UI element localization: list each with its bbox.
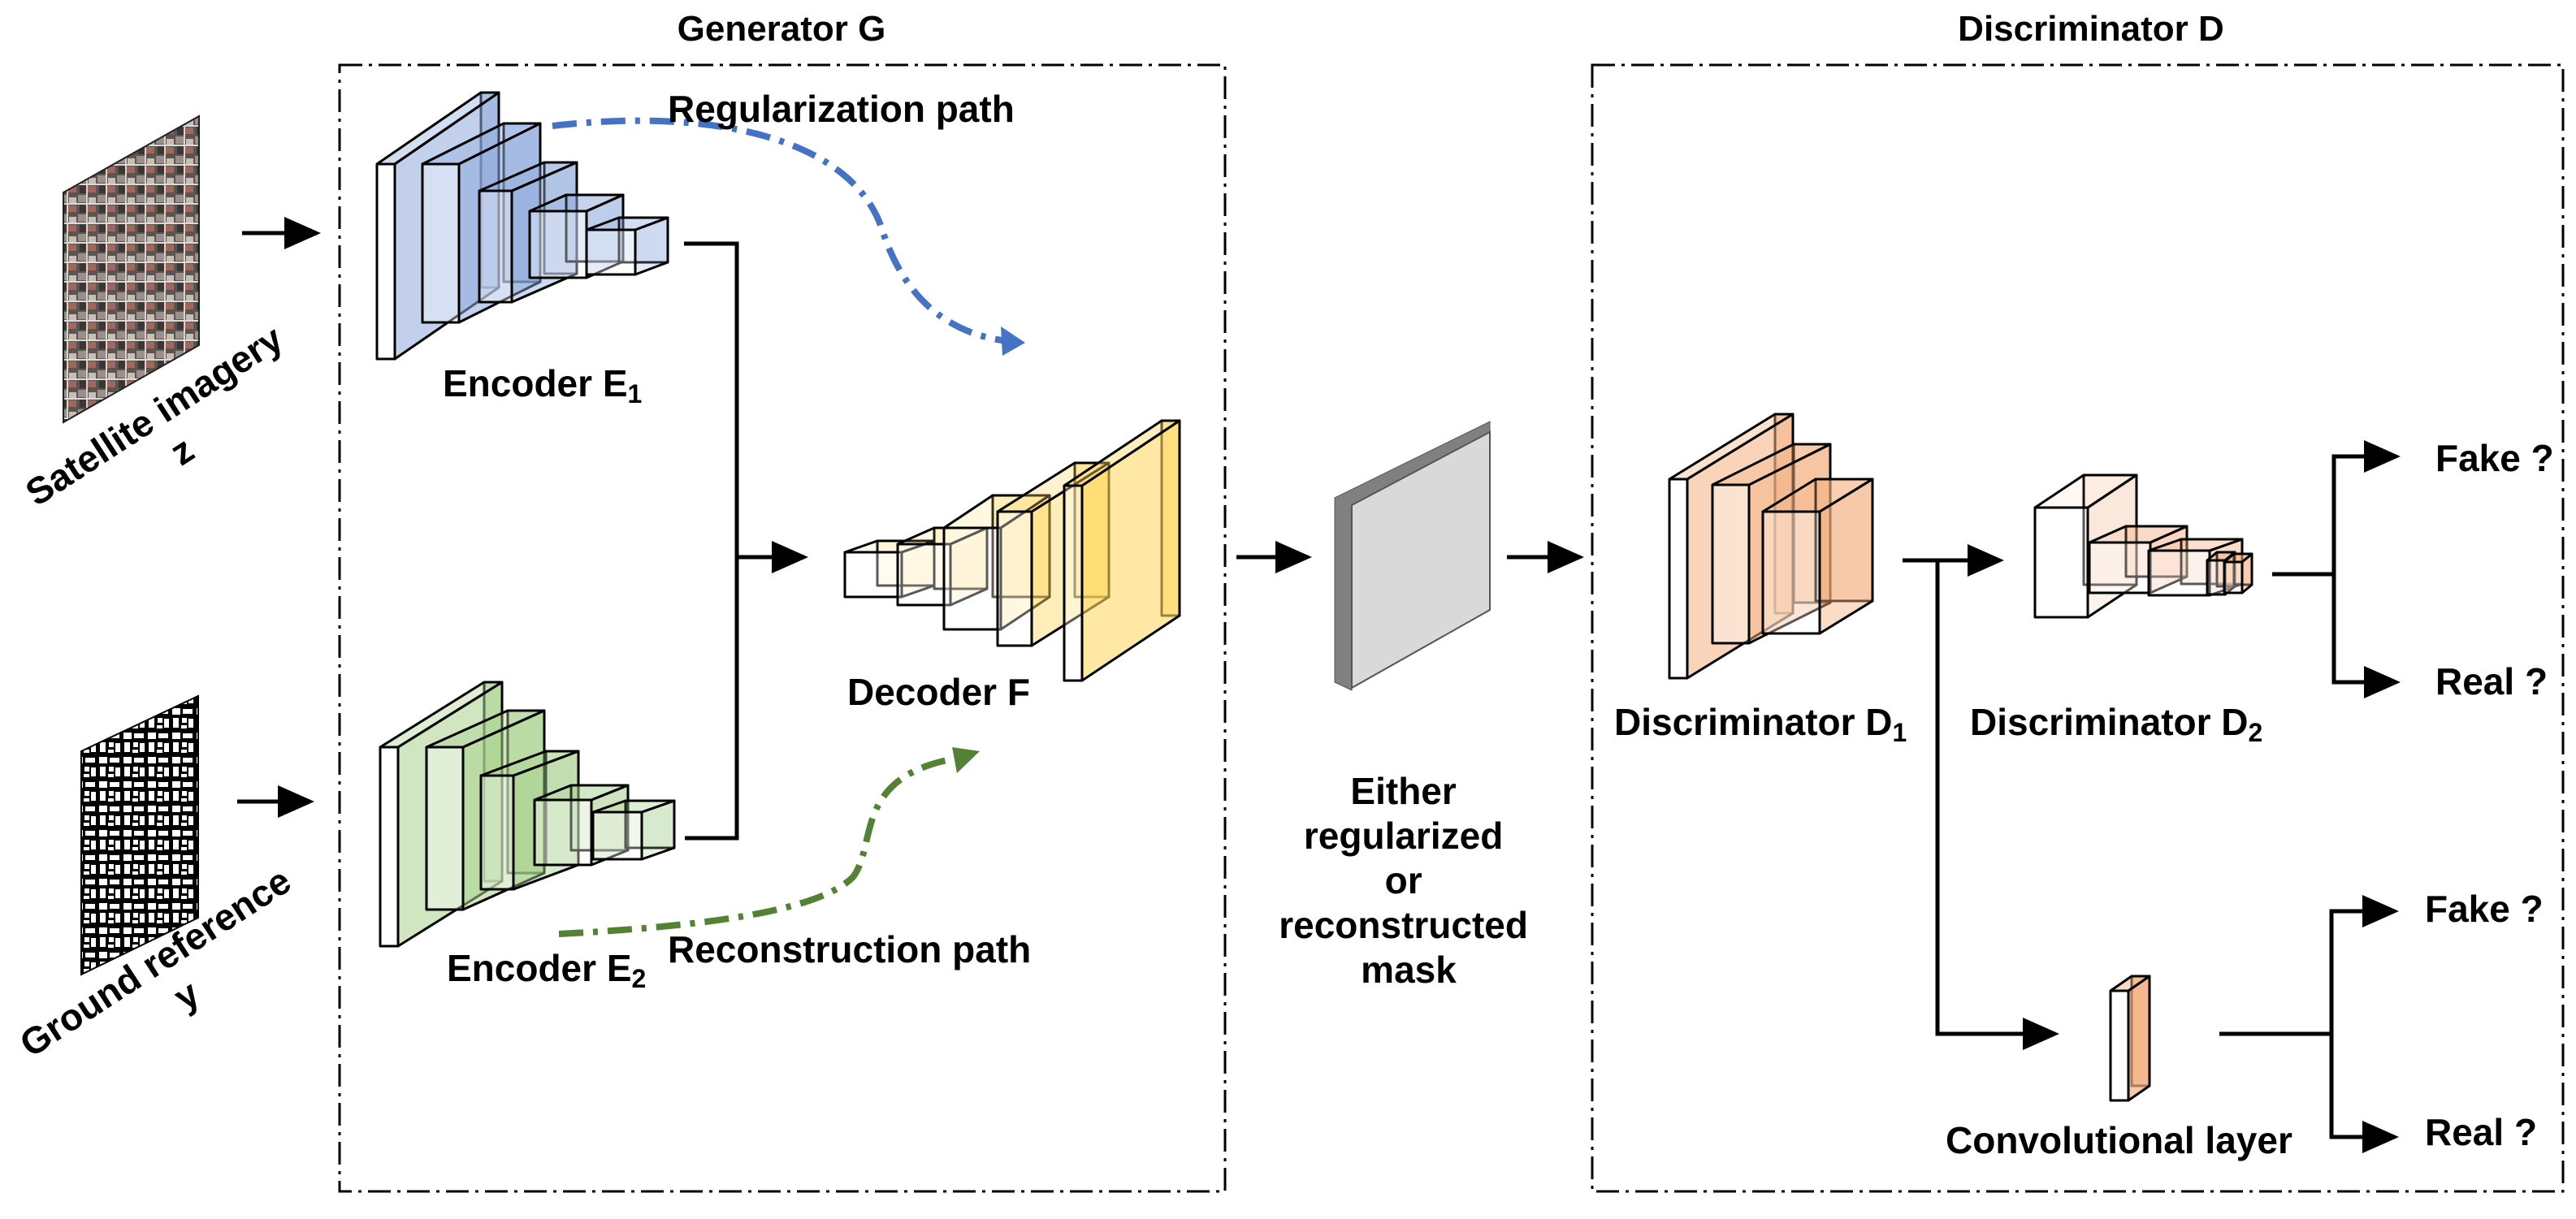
reconstruction-path-arrow	[558, 756, 951, 937]
encoder1-layer-4	[528, 193, 625, 279]
discriminator1-layer-2	[1711, 443, 1832, 645]
connector-encoder1	[684, 241, 739, 841]
regularization-arrowhead	[1001, 326, 1025, 356]
discriminator2-label: Discriminator D2	[1970, 701, 2262, 747]
discriminator2-blocks	[2033, 473, 2253, 619]
encoder2-layer-3	[479, 750, 580, 891]
branch-conv-real	[2329, 1034, 2399, 1153]
decoder-layer-5	[1063, 419, 1181, 682]
mask-face	[1351, 430, 1491, 689]
discriminator1-label: Discriminator D1	[1614, 701, 1907, 747]
discriminator2-layer-5	[2223, 552, 2253, 594]
ground-reference-image	[80, 694, 199, 976]
branch-conv-fake	[2329, 895, 2399, 1034]
output-real-d2: Real ?	[2435, 660, 2548, 702]
satellite-variable: z	[162, 428, 201, 473]
output-fake-d2: Fake ?	[2435, 437, 2554, 479]
satellite-image	[63, 115, 200, 424]
output-real-conv: Real ?	[2425, 1111, 2537, 1153]
decoder-label: Decoder F	[847, 671, 1030, 713]
discriminator1-layer-3	[1761, 478, 1874, 635]
encoder1-blocks	[375, 91, 669, 361]
conv-layer-label: Convolutional layer	[1946, 1119, 2292, 1161]
encoder1-label: Encoder E1	[443, 362, 642, 408]
discriminator-frame	[1591, 63, 2565, 1193]
reconstruction-label: Reconstruction path	[668, 928, 1031, 970]
generator-title: Generator G	[678, 9, 886, 49]
mask-caption: Either regularized or reconstructed mask	[1279, 770, 1539, 991]
discriminator-title: Discriminator D	[1958, 9, 2224, 49]
encoder2-layer-5	[591, 799, 676, 861]
convolutional-layer-block	[2109, 975, 2151, 1102]
encoder2-label: Encoder E2	[447, 947, 646, 993]
decoder-layer-3	[942, 494, 1051, 631]
reconstruction-arrowhead	[952, 747, 980, 773]
ground-variable: y	[167, 971, 207, 1018]
branch-d2-real	[2331, 574, 2401, 698]
encoder2-layer-4	[533, 784, 630, 867]
discriminator2-layer-1	[2033, 473, 2138, 619]
encoder2-blocks	[379, 681, 676, 948]
generator-frame	[338, 63, 1227, 1193]
encoder1-layer-5	[585, 216, 669, 276]
output-fake-conv: Fake ?	[2425, 888, 2544, 930]
connector-d1-to-conv	[1935, 560, 2059, 1050]
regularization-label: Regularization path	[668, 88, 1015, 130]
branch-d2-fake	[2331, 440, 2401, 574]
decoder-blocks	[843, 419, 1181, 682]
conv-layer-block	[2109, 975, 2151, 1102]
discriminator1-blocks	[1668, 413, 1874, 680]
